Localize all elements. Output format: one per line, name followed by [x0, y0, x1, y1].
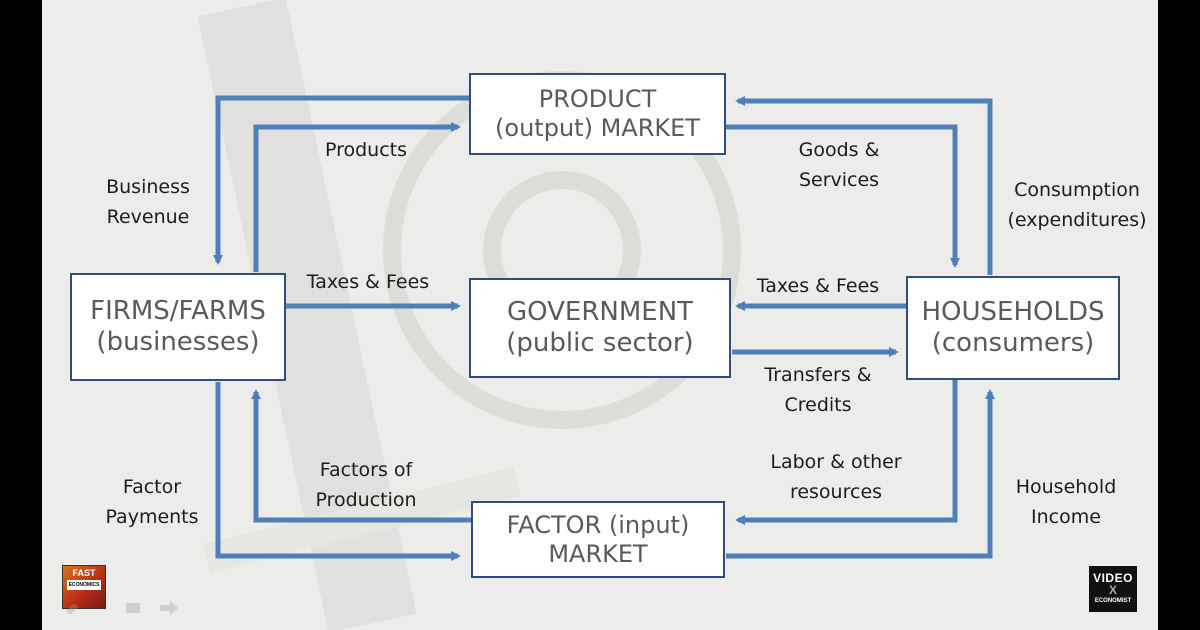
factor-market-line1: FACTOR (input)	[506, 510, 690, 539]
video-logo-line1: VIDEO	[1093, 571, 1133, 585]
label-taxes-households: Taxes & Fees	[747, 271, 889, 301]
label-household-income-line2: Income	[1031, 506, 1101, 528]
arrow-products	[253, 122, 461, 272]
label-taxes-firms: Taxes & Fees	[298, 267, 438, 297]
product-market-line1: PRODUCT	[538, 85, 657, 114]
label-labor: Labor & other resources	[758, 447, 914, 507]
arrow-business-revenue	[213, 95, 472, 265]
households-line2: (consumers)	[931, 328, 1095, 358]
pen-icon[interactable]	[66, 603, 78, 615]
arrow-consumption	[735, 96, 993, 275]
label-factor-payments-line2: Payments	[105, 506, 199, 528]
fast-logo-text: FAST	[72, 568, 96, 578]
fast-logo-bar: ECONOMICS	[67, 580, 101, 590]
video-logo-line2: X	[1108, 583, 1117, 597]
label-consumption-line2: (expenditures)	[1007, 209, 1147, 231]
label-transfers-line1: Transfers &	[764, 364, 872, 386]
factor-market-box: FACTOR (input) MARKET	[471, 501, 725, 578]
video-logo-line3: ECONOMIST	[1094, 598, 1132, 604]
product-market-line2: (output) MARKET	[495, 114, 700, 142]
label-factors-line1: Factors of	[319, 459, 413, 481]
firms-box: FIRMS/FARMS (businesses)	[70, 273, 286, 381]
label-labor-line2: resources	[789, 481, 883, 503]
label-business-revenue-line1: Business	[106, 176, 190, 198]
label-taxes-firms-line1: Taxes & Fees	[306, 271, 430, 293]
firms-line2: (businesses)	[96, 327, 260, 357]
arrow-factor-payments	[215, 382, 461, 561]
arrow-household-income	[726, 389, 995, 559]
label-taxes-households-line1: Taxes & Fees	[756, 275, 880, 297]
label-goods-services: Goods & Services	[777, 135, 901, 195]
flow-arrows	[213, 95, 995, 561]
label-consumption-line1: Consumption	[1014, 179, 1140, 201]
households-line1: HOUSEHOLDS	[921, 296, 1105, 327]
label-goods-services-line1: Goods &	[798, 139, 880, 161]
label-business-revenue-line2: Revenue	[106, 206, 190, 228]
label-factor-payments: Factor Payments	[88, 472, 216, 532]
fast-economics-logo: FAST ECONOMICS	[62, 565, 106, 609]
arrow-factors-of-production	[251, 389, 472, 523]
slide-nav-icons[interactable]	[64, 597, 184, 619]
label-products: Products	[304, 135, 428, 165]
label-consumption: Consumption (expenditures)	[1002, 175, 1152, 235]
households-box: HOUSEHOLDS (consumers)	[906, 276, 1120, 380]
video-economist-logo: VIDEO X ECONOMIST	[1089, 566, 1137, 612]
firms-line1: FIRMS/FARMS	[90, 295, 266, 326]
label-household-income-line1: Household	[1015, 476, 1117, 498]
label-factor-payments-line1: Factor	[122, 476, 182, 498]
arrow-goods-services	[726, 124, 960, 268]
label-business-revenue: Business Revenue	[88, 172, 208, 232]
government-line2: (public sector)	[506, 328, 694, 358]
label-factors-line2: Production	[315, 489, 417, 511]
label-factors-of-production: Factors of Production	[296, 455, 436, 515]
label-goods-services-line2: Services	[798, 169, 880, 191]
label-household-income: Household Income	[1004, 472, 1128, 532]
label-products-line1: Products	[324, 139, 408, 161]
label-transfers: Transfers & Credits	[750, 360, 886, 420]
menu-icon[interactable]	[126, 603, 140, 613]
product-market-box: PRODUCT (output) MARKET	[469, 73, 726, 155]
label-transfers-line2: Credits	[784, 394, 852, 416]
factor-market-line2: MARKET	[548, 539, 648, 568]
government-box: GOVERNMENT (public sector)	[469, 278, 731, 378]
label-labor-line1: Labor & other	[770, 451, 902, 473]
slide: PRODUCT (output) MARKET GOVERNMENT (publ…	[42, 0, 1158, 630]
arrow-labor	[735, 380, 958, 525]
government-line1: GOVERNMENT	[506, 296, 694, 327]
next-arrow-icon[interactable]	[160, 601, 178, 615]
